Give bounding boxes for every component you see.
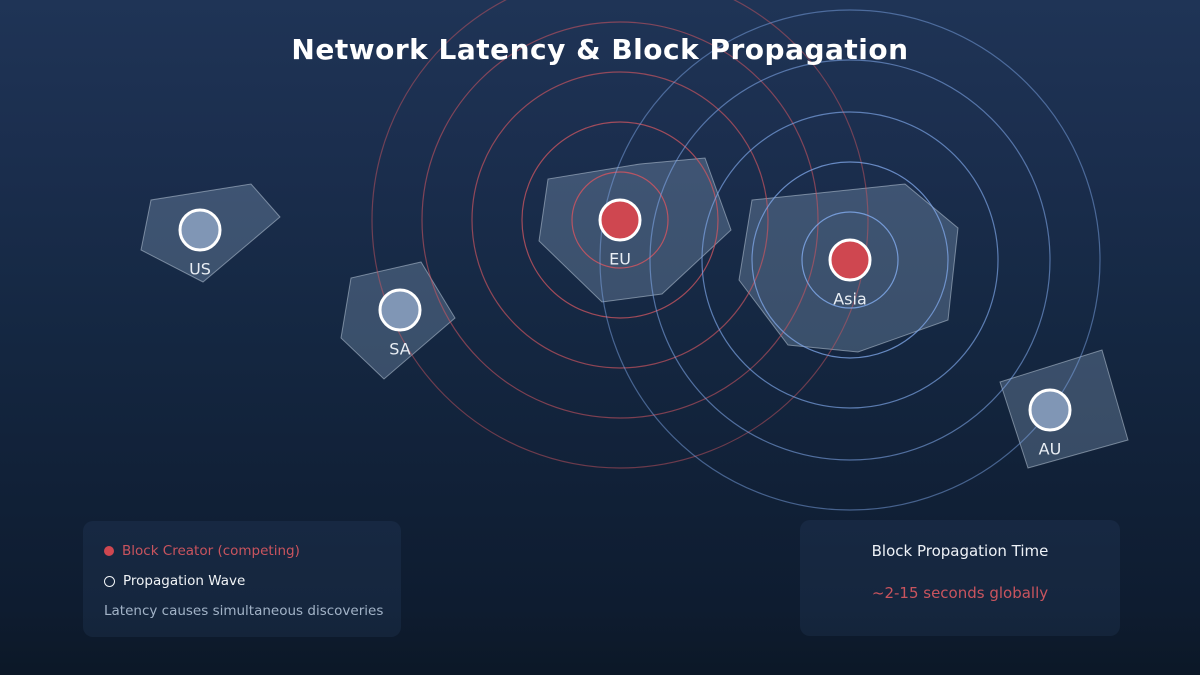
legend-item-propagation-wave: Propagation Wave	[104, 571, 401, 591]
propagation-wave-circle-icon	[104, 575, 115, 587]
propagation-wave-ring-asia-2	[751, 161, 949, 359]
block-creator-dot-icon	[104, 546, 114, 556]
propagation-wave-ring-eu-5	[371, 0, 869, 469]
propagation-wave-ring-eu-4	[421, 21, 819, 419]
propagation-wave-ring-eu-1	[571, 171, 669, 269]
propagation-time-title: Block Propagation Time	[871, 542, 1049, 560]
peer-node-sa	[378, 288, 422, 332]
legend-label-block-creator: Block Creator (competing)	[122, 543, 300, 559]
region-label-us: US	[189, 260, 211, 279]
legend-note: Latency causes simultaneous discoveries	[104, 603, 384, 619]
propagation-wave-ring-asia-3	[701, 111, 999, 409]
region-label-asia: Asia	[833, 290, 867, 309]
propagation-time-panel: Block Propagation Time ~2-15 seconds glo…	[800, 520, 1120, 636]
propagation-wave-ring-eu-2	[521, 121, 719, 319]
region-label-eu: EU	[609, 250, 631, 269]
propagation-time-value: ~2-15 seconds globally	[871, 584, 1049, 602]
block-creator-node-asia	[828, 238, 872, 282]
propagation-wave-ring-asia-1	[801, 211, 899, 309]
legend-panel: Block Creator (competing) Propagation Wa…	[83, 521, 401, 637]
region-label-sa: SA	[389, 340, 410, 359]
peer-node-us	[178, 208, 222, 252]
propagation-wave-ring-asia-5	[599, 9, 1101, 511]
block-creator-node-eu	[598, 198, 642, 242]
propagation-wave-ring-asia-4	[649, 59, 1051, 461]
propagation-wave-ring-eu-3	[471, 71, 769, 369]
legend-label-propagation-wave: Propagation Wave	[123, 573, 246, 589]
legend-item-block-creator: Block Creator (competing)	[104, 541, 401, 561]
page-title: Network Latency & Block Propagation	[291, 33, 909, 66]
region-label-au: AU	[1039, 440, 1062, 459]
peer-node-au	[1028, 388, 1072, 432]
